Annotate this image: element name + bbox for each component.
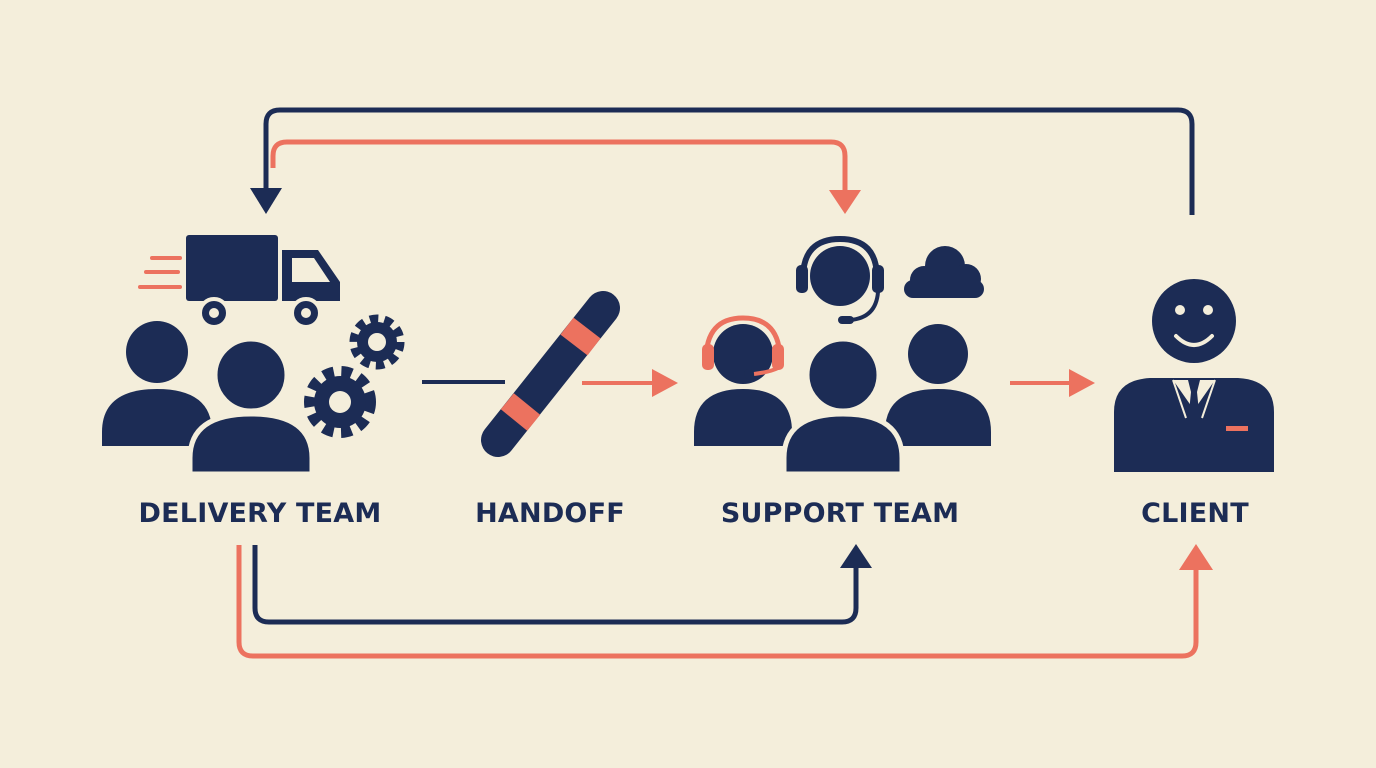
client-icon — [1114, 279, 1274, 472]
delivery-team-icon — [102, 235, 405, 477]
node-label-delivery-team: DELIVERY TEAM — [138, 498, 382, 529]
gear-icon — [304, 366, 376, 438]
person-icon — [187, 336, 315, 477]
baton-icon — [481, 291, 620, 457]
arrowhead-support-top — [829, 190, 861, 214]
gear-icon — [349, 314, 405, 370]
person-icon — [885, 324, 991, 446]
connector-delivery-to-client — [236, 545, 1199, 659]
arrowhead-support-to-client — [1069, 369, 1095, 397]
truck-icon — [138, 235, 340, 329]
connector-delivery-to-support-bottom — [252, 545, 859, 625]
arrowhead-client-bottom — [1179, 544, 1213, 570]
arrowhead-support-bottom — [840, 544, 872, 568]
connector-client-to-delivery — [263, 107, 1195, 215]
person-icon — [781, 336, 905, 477]
arrowhead-delivery-top — [250, 188, 282, 214]
arrowhead-handoff-to-support — [652, 369, 678, 397]
node-label-handoff: HANDOFF — [475, 498, 625, 529]
headset-agent-icon — [796, 235, 884, 324]
support-team-icon — [694, 235, 991, 477]
cloud-icon — [904, 246, 984, 298]
person-icon — [102, 321, 212, 446]
node-label-client: CLIENT — [1141, 498, 1249, 529]
connector-delivery-to-support-top — [270, 139, 848, 190]
node-label-support-team: SUPPORT TEAM — [720, 498, 960, 529]
headset-agent-icon — [694, 315, 792, 446]
smiley-face-icon — [1152, 279, 1236, 363]
